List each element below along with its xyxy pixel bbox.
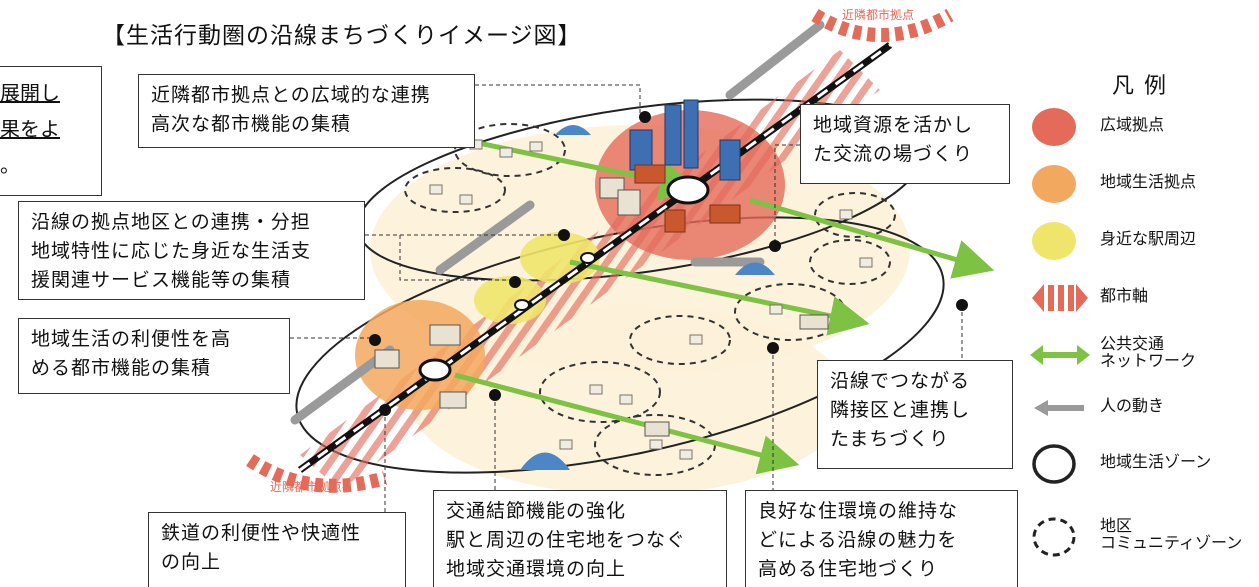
callout-adjacent-line2: 隣接区と連携し — [830, 399, 971, 421]
nearby-station-icon — [1032, 222, 1076, 260]
neighboring-hub-bottom-arc — [246, 454, 387, 493]
neighboring-hub-top-arc — [811, 8, 954, 42]
callout-convenience-line1: 地域生活の利便性を高 — [31, 328, 232, 350]
callout-line-hub: 沿線の拠点地区との連携・分担 地域特性に応じた身近な生活支 援関連サービス機能等… — [18, 201, 365, 300]
urban-axis-icon — [1032, 284, 1088, 312]
callout-adjacent-line1: 沿線でつながる — [830, 370, 971, 392]
public-transport-network-icon — [1030, 345, 1090, 365]
callout-node: 交通結節機能の強化 駅と周辺の住宅地をつなぐ 地域交通環境の向上 — [433, 490, 727, 587]
callout-node-line3: 地域交通環境の向上 — [446, 558, 627, 580]
station-local — [418, 358, 452, 382]
diagram-title: 【生活行動圏の沿線まちづくりイメージ図】 — [102, 23, 582, 49]
callout-line-hub-line3: 援関連サービス機能等の集積 — [31, 269, 292, 291]
callout-line-hub-line1: 沿線の拠点地区との連携・分担 — [31, 211, 311, 233]
legend-item-public-transport: 公共交通 ネットワーク — [1030, 333, 1259, 377]
legend-item-people-movement: 人の動き — [1030, 386, 1259, 430]
left-cut-text-box: 展開し 果をよ 。 — [0, 66, 102, 196]
top-neighbor-hub-label: 近隣都市拠点 — [842, 8, 915, 22]
callout-local-resource: 地域資源を活かし た交流の場づくり — [800, 104, 1010, 184]
legend-label-people-movement: 人の動き — [1100, 396, 1165, 415]
district-community-zone-icon — [1032, 517, 1076, 557]
callout-local-resource-line2: た交流の場づくり — [813, 143, 974, 165]
legend-title: 凡例 — [1112, 74, 1177, 99]
callout-railway-line2: の向上 — [161, 551, 222, 573]
legend-item-urban-axis: 都市軸 — [1030, 276, 1259, 320]
left-cut-line-3: 。 — [0, 153, 20, 177]
callout-residential: 良好な住環境の維持な どによる沿線の魅力を 高める住宅地づくり — [745, 490, 1018, 587]
callout-residential-line1: 良好な住環境の維持な — [758, 500, 959, 522]
legend-label-wide-area-hub: 広域拠点 — [1100, 115, 1165, 134]
callout-adjacent: 沿線でつながる 隣接区と連携し たまちづくり — [817, 360, 1013, 469]
legend-label-local-life-hub: 地域生活拠点 — [1100, 172, 1197, 191]
callout-railway-line1: 鉄道の利便性や快適性 — [161, 522, 362, 544]
legend-item-wide-area-hub: 広域拠点 — [1030, 105, 1259, 149]
callout-node-line2: 駅と周辺の住宅地をつなぐ — [446, 529, 687, 551]
callout-adjacent-line3: たまちづくり — [830, 428, 950, 450]
callout-local-resource-line1: 地域資源を活かし — [813, 114, 974, 136]
legend-label-urban-axis: 都市軸 — [1100, 286, 1149, 305]
callout-node-line1: 交通結節機能の強化 — [446, 500, 627, 522]
wide-area-hub-icon — [1032, 108, 1076, 146]
callout-line-hub-line2: 地域特性に応じた身近な生活支 — [31, 240, 312, 262]
legend-item-nearby-station: 身近な駅周辺 — [1030, 219, 1259, 263]
station-main — [666, 175, 710, 205]
callout-regional-link-line1: 近隣都市拠点との広域的な連携 — [151, 84, 431, 106]
legend-label-public-transport: 公共交通 ネットワーク — [1100, 334, 1197, 370]
left-cut-line-1: 展開し — [0, 81, 60, 105]
local-life-hub-icon — [1032, 165, 1076, 203]
bottom-neighbor-hub-label: 近隣都市拠点 — [270, 480, 343, 494]
legend-label-nearby-station: 身近な駅周辺 — [1100, 229, 1197, 248]
callout-regional-link: 近隣都市拠点との広域的な連携 高次な都市機能の集積 — [138, 74, 475, 148]
callout-residential-line2: どによる沿線の魅力を — [758, 529, 958, 551]
legend-label-local-life-zone: 地域生活ゾーン — [1100, 452, 1212, 471]
callout-convenience: 地域生活の利便性を高 める都市機能の集積 — [18, 318, 290, 394]
legend-item-community-zone: 地区 コミュニティゾーン — [1030, 515, 1259, 559]
legend-label-community-zone: 地区 コミュニティゾーン — [1100, 516, 1243, 552]
legend-item-local-life-zone: 地域生活ゾーン — [1030, 442, 1259, 486]
people-movement-icon — [1034, 400, 1084, 416]
callout-convenience-line2: める都市機能の集積 — [31, 357, 212, 379]
callout-railway: 鉄道の利便性や快適性 の向上 — [148, 512, 406, 587]
local-life-zone-icon — [1032, 444, 1076, 484]
left-cut-line-2: 果をよ — [0, 117, 60, 141]
legend-item-local-life-hub: 地域生活拠点 — [1030, 162, 1259, 206]
callout-regional-link-line2: 高次な都市機能の集積 — [151, 113, 352, 135]
nearby-station-2 — [474, 276, 546, 324]
callout-residential-line3: 高める住宅地づくり — [758, 558, 939, 580]
